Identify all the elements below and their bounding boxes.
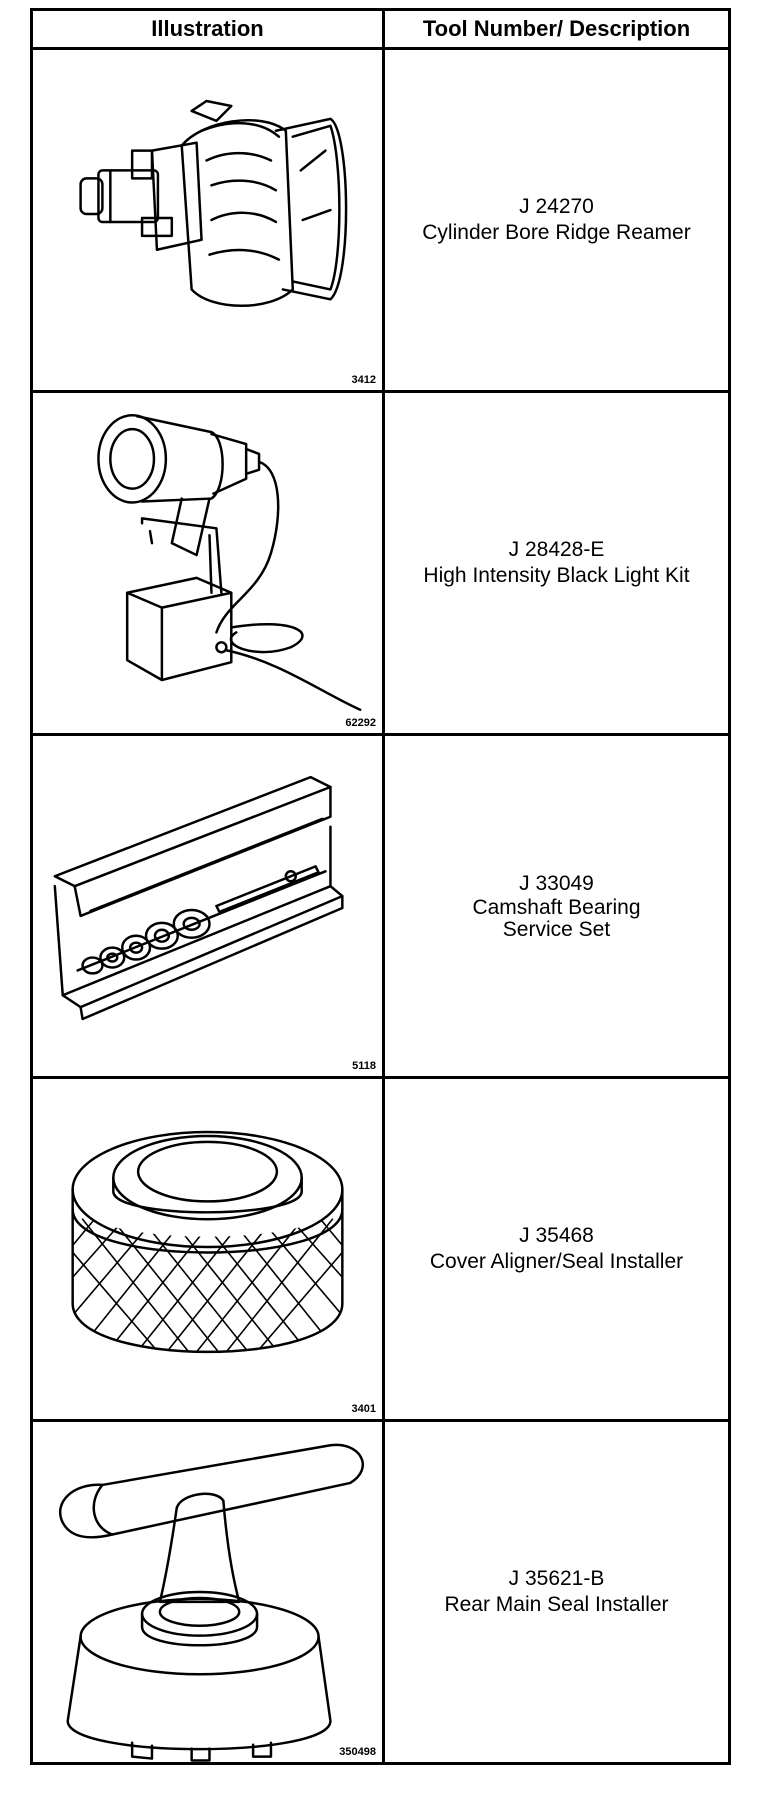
bearing-service-set-icon — [53, 775, 344, 1021]
figure-number: 62292 — [345, 717, 376, 729]
illustration-cell: 3401 — [30, 1076, 385, 1422]
illustration-cell: 5118 — [30, 733, 385, 1079]
tool-description: Cylinder Bore Ridge Reamer — [422, 221, 691, 244]
tool-number: J 28428-E — [508, 538, 605, 561]
figure-number: 3401 — [351, 1403, 376, 1415]
ridge-reamer-icon — [79, 99, 348, 307]
tool-number: J 35621-B — [508, 1567, 605, 1590]
table-header-row: Illustration Tool Number/ Description — [30, 8, 731, 50]
illustration-cell: 62292 — [30, 390, 385, 736]
figure-number: 350498 — [339, 1746, 376, 1758]
tools-table: Illustration Tool Number/ Description — [30, 8, 731, 1765]
table-row: 3401 J 35468 Cover Aligner/Seal Installe… — [30, 1076, 731, 1422]
tool-description-cell: J 33049 Camshaft Bearing Service Set — [382, 733, 731, 1079]
header-tool-description: Tool Number/ Description — [382, 8, 731, 50]
tool-number: J 35468 — [519, 1224, 594, 1247]
table-row: 350498 J 35621-B Rear Main Seal Installe… — [30, 1419, 731, 1765]
tool-description-cell: J 24270 Cylinder Bore Ridge Reamer — [382, 47, 731, 393]
tool-description: High Intensity Black Light Kit — [423, 564, 690, 587]
tool-description-cell: J 35468 Cover Aligner/Seal Installer — [382, 1076, 731, 1422]
header-illustration: Illustration — [30, 8, 385, 50]
rear-main-seal-installer-icon — [59, 1443, 364, 1762]
tool-number: J 33049 — [519, 872, 594, 895]
black-light-kit-icon — [97, 414, 362, 711]
tool-description: Rear Main Seal Installer — [444, 1593, 669, 1616]
illustration-cell: 3412 — [30, 47, 385, 393]
tool-number: J 24270 — [519, 195, 594, 218]
tool-description-cell: J 35621-B Rear Main Seal Installer — [382, 1419, 731, 1765]
table-row: 62292 J 28428-E High Intensity Black Lig… — [30, 390, 731, 736]
cover-aligner-icon — [71, 1130, 344, 1354]
illustration-cell: 350498 — [30, 1419, 385, 1765]
tool-description: Cover Aligner/Seal Installer — [429, 1250, 684, 1273]
figure-number: 3412 — [351, 374, 376, 386]
table-row: 3412 J 24270 Cylinder Bore Ridge Reamer — [30, 47, 731, 393]
figure-number: 5118 — [352, 1060, 376, 1072]
tool-description: Camshaft Bearing Service Set — [472, 896, 641, 941]
tool-description-cell: J 28428-E High Intensity Black Light Kit — [382, 390, 731, 736]
table-row: 5118 J 33049 Camshaft Bearing Service Se… — [30, 733, 731, 1079]
